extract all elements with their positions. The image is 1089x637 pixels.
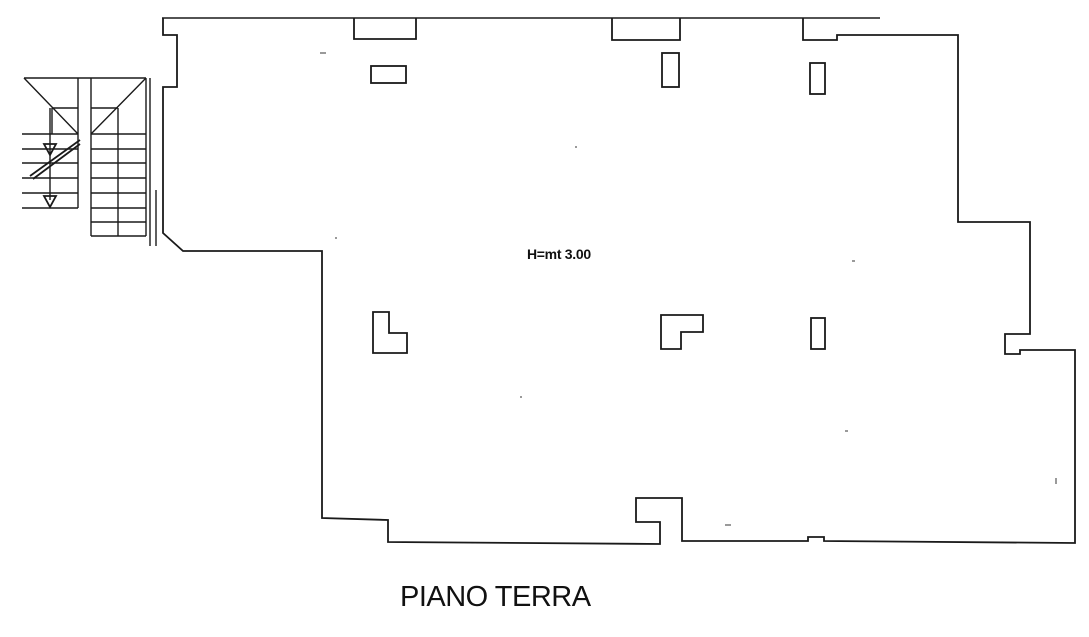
triangle-down-icon bbox=[42, 143, 58, 157]
pillar-1 bbox=[370, 65, 407, 84]
ceiling-height-label: H=mt 3.00 bbox=[527, 246, 591, 262]
pillar-3 bbox=[809, 62, 826, 95]
pillar-l-shaped-center bbox=[660, 314, 704, 350]
triangle-down-icon bbox=[42, 195, 58, 209]
pillar-l-shaped-left bbox=[372, 311, 408, 354]
exterior-wall-outline bbox=[162, 18, 1076, 545]
staircase bbox=[22, 77, 157, 246]
pillar-2 bbox=[661, 52, 680, 88]
scan-specks bbox=[320, 52, 1057, 526]
top-wall-recess-2 bbox=[611, 18, 681, 41]
top-wall-recess-1 bbox=[353, 18, 417, 40]
pillar-4 bbox=[810, 317, 826, 350]
floor-title: PIANO TERRA bbox=[400, 581, 591, 613]
